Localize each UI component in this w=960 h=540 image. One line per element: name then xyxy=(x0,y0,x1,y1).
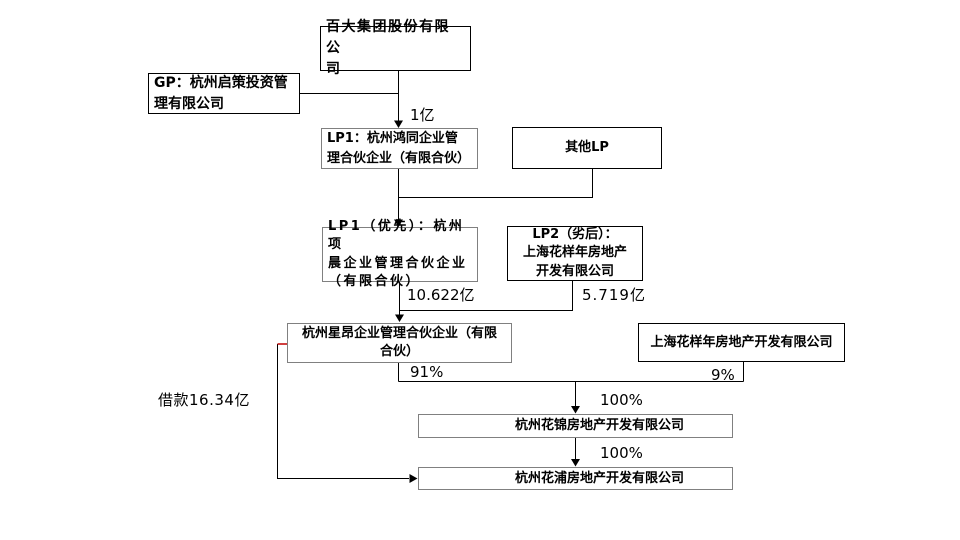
node-xingang-partnership-label: 杭州星昂企业管理合伙企业（有限 合伙） xyxy=(301,326,497,359)
node-baida-group-label: 百大集团股份有限公 司 xyxy=(326,19,450,77)
node-huapu-realestate: 杭州花浦房地产开发有限公司 xyxy=(418,467,733,490)
node-huajin-realestate: 杭州花锦房地产开发有限公司 xyxy=(418,414,733,438)
node-lp1-hongtong: LP1：杭州鸿同企业管 理合伙企业（有限合伙） xyxy=(321,128,478,169)
node-baida-group: 百大集团股份有限公 司 xyxy=(320,19,471,77)
edge-otherlp-join xyxy=(398,169,593,198)
arrowhead-to-huapu xyxy=(571,459,580,467)
node-other-lp: 其他LP xyxy=(512,127,662,169)
edge-lp2-join xyxy=(399,281,573,311)
label-capital-1yi: 1亿 xyxy=(410,106,435,124)
node-other-lp-label: 其他LP xyxy=(565,140,609,156)
node-shanghai-fantasia: 上海花样年房地产开发有限公司 xyxy=(638,323,845,362)
label-loan-16-34yi: 借款16.34亿 xyxy=(158,391,250,409)
node-huajin-realestate-label: 杭州花锦房地产开发有限公司 xyxy=(514,418,684,434)
edge-loan-path xyxy=(277,344,409,479)
node-lp1-senior-xiangchen-label: LP1（优先）：杭州项 晨企业管理合伙企业 （有限合伙） xyxy=(328,219,468,289)
arrowhead-to-lp1 xyxy=(394,120,403,128)
node-shanghai-fantasia-label: 上海花样年房地产开发有限公司 xyxy=(650,334,833,350)
label-percent-100-huapu: 100% xyxy=(600,444,643,462)
node-xingang-partnership: 杭州星昂企业管理合伙企业（有限 合伙） xyxy=(287,323,512,363)
label-percent-91: 91% xyxy=(410,363,444,381)
arrowhead-to-huajin xyxy=(571,406,580,414)
arrowhead-loan xyxy=(409,474,418,483)
arrowhead-to-xingang xyxy=(395,314,404,322)
label-percent-100-huajin: 100% xyxy=(600,391,643,409)
node-lp1-hongtong-label: LP1：杭州鸿同企业管 理合伙企业（有限合伙） xyxy=(327,131,471,166)
node-lp1-senior-xiangchen: LP1（优先）：杭州项 晨企业管理合伙企业 （有限合伙） xyxy=(322,219,478,289)
label-capital-5-719yi: 5.719亿 xyxy=(582,286,646,304)
node-lp2-junior-fantasia: LP2（劣后）： 上海花样年房地产 开发有限公司 xyxy=(507,226,643,281)
label-percent-9: 9% xyxy=(711,366,735,384)
label-capital-10-622yi: 10.622亿 xyxy=(407,286,475,304)
node-huapu-realestate-label: 杭州花浦房地产开发有限公司 xyxy=(514,470,684,486)
node-gp-qice-investment: GP：杭州启策投资管 理有限公司 xyxy=(148,73,300,114)
node-lp2-junior-fantasia-label: LP2（劣后）： 上海花样年房地产 开发有限公司 xyxy=(522,227,627,279)
arrowhead-to-lp1senior xyxy=(394,219,403,227)
node-gp-qice-investment-label: GP：杭州启策投资管 理有限公司 xyxy=(154,74,288,112)
